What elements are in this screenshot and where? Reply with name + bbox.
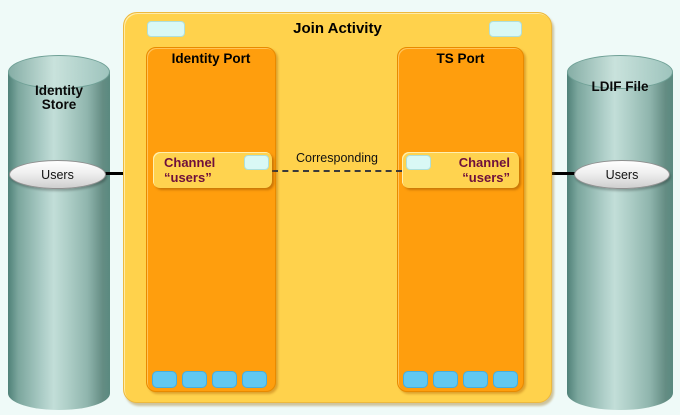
- channel-left-label-line2: “users”: [164, 170, 212, 185]
- channel-right-label-line1: Channel: [458, 155, 510, 170]
- identity-port-footer-tabs: [152, 371, 267, 388]
- users-label-left: Users: [41, 167, 74, 182]
- users-label-right: Users: [605, 167, 639, 182]
- corresponding-label: Corresponding: [296, 151, 378, 165]
- ldif-file-label: LDIF File: [591, 79, 649, 94]
- channel-left-label-line1: Channel: [164, 155, 216, 170]
- connector-tab-icon-top-right: [489, 21, 522, 37]
- ts-port-box: [397, 47, 524, 392]
- ldif-file-cylinder: [567, 72, 673, 410]
- identity-store-label-line2: Store: [41, 97, 77, 112]
- footer-tab-icon: [152, 371, 177, 388]
- connector-tab-icon-channel-right: [406, 155, 431, 170]
- identity-store-label-line1: Identity: [34, 83, 83, 98]
- ts-port-title: TS Port: [436, 51, 485, 66]
- footer-tab-icon: [433, 371, 458, 388]
- footer-tab-icon: [493, 371, 518, 388]
- identity-port-box: [146, 47, 276, 392]
- users-ellipse-left: Users: [9, 160, 106, 189]
- channel-right-label-line2: “users”: [462, 170, 510, 185]
- ts-port-footer-tabs: [403, 371, 518, 388]
- identity-store-label: Identity Store: [8, 84, 110, 112]
- identity-store-cylinder: [8, 72, 110, 410]
- ldif-file-cylinder-top: [567, 55, 673, 89]
- footer-tab-icon: [403, 371, 428, 388]
- footer-tab-icon: [463, 371, 488, 388]
- channel-box-right: Channel “users”: [402, 152, 519, 188]
- correspondence-dashed-line: [272, 170, 402, 172]
- connector-tab-icon-top-left: [147, 21, 185, 37]
- identity-port-title: Identity Port: [171, 51, 251, 66]
- connector-tab-icon-channel-left: [244, 155, 269, 170]
- footer-tab-icon: [242, 371, 267, 388]
- users-ellipse-right: Users: [574, 160, 670, 189]
- channel-box-left: Channel “users”: [153, 152, 272, 188]
- identity-store-cylinder-top: [8, 55, 110, 89]
- footer-tab-icon: [212, 371, 237, 388]
- join-activity-title: Join Activity: [293, 20, 382, 37]
- footer-tab-icon: [182, 371, 207, 388]
